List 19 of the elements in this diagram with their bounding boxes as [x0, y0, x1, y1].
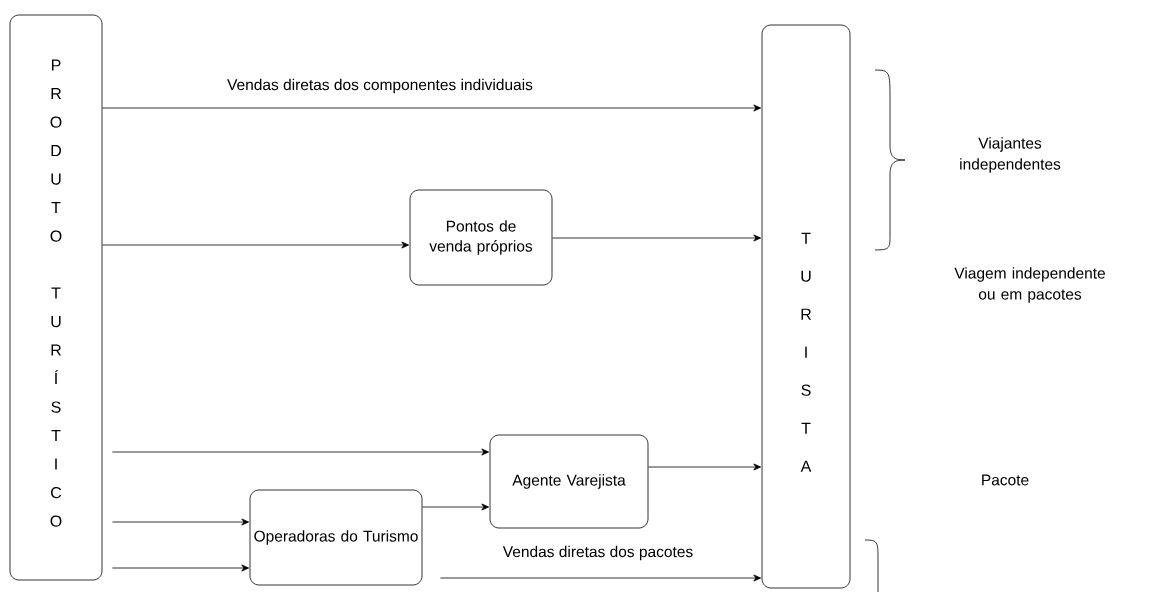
vertical-box: TURISTA	[761, 24, 851, 589]
arrow	[440, 574, 762, 582]
edge-label: Vendas diretas dos pacotes	[501, 544, 695, 562]
arrow	[648, 463, 762, 471]
side-label: Pacote	[982, 474, 1029, 486]
process-box: Pontos de venda próprios	[409, 189, 553, 286]
side-label: Viagem independente ou em pacotes	[954, 267, 1105, 303]
arrow	[552, 234, 762, 242]
vertical-box: PRODUTO TURÍSTICO	[9, 14, 103, 581]
process-box: Operadoras do Turismo	[249, 489, 423, 586]
side-label: Viajantes independentes	[960, 137, 1061, 173]
arrow	[102, 241, 409, 249]
arrow	[112, 518, 249, 526]
arrow	[112, 564, 249, 572]
edge-label: Vendas diretas dos componentes individuais	[226, 77, 534, 95]
process-box: Agente Varejista	[489, 434, 649, 529]
arrow	[422, 503, 489, 511]
arrow	[102, 104, 762, 112]
arrow	[112, 448, 489, 456]
